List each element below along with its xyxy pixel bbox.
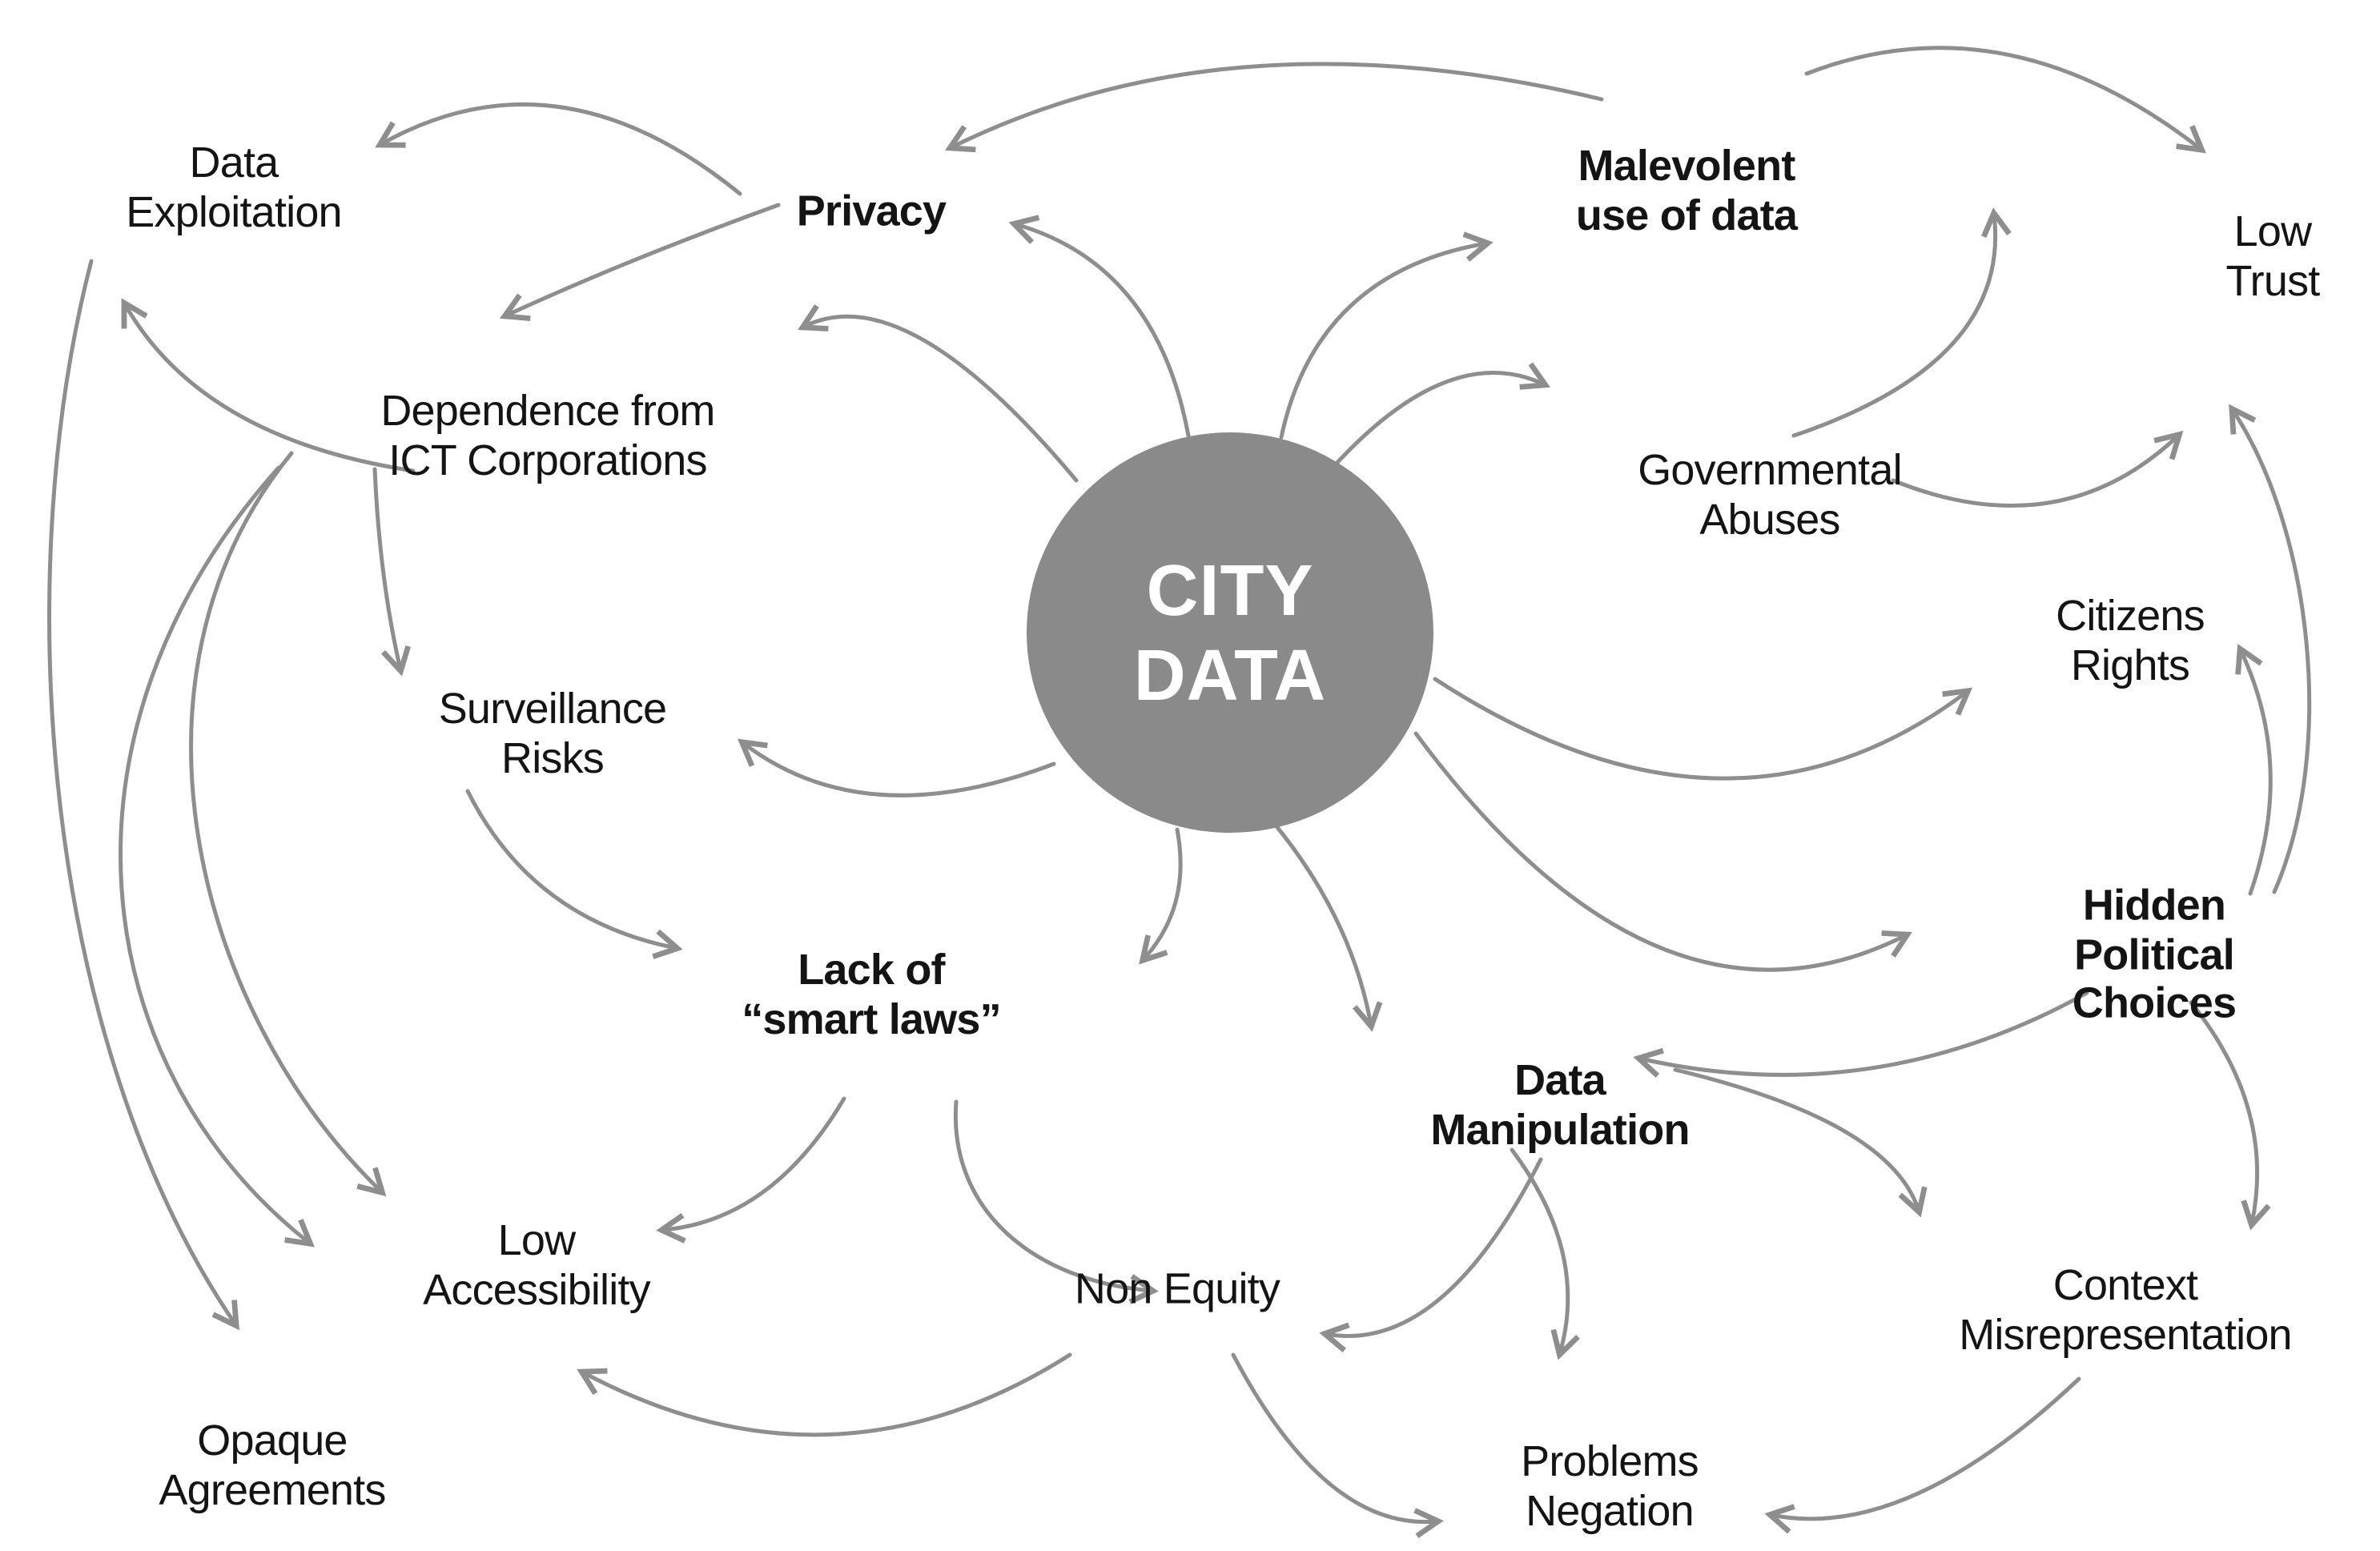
arrow-city-data-to-malevolent-use-of-data (1279, 231, 1494, 440)
arrow-city-data-to-data-manipulation (1274, 824, 1383, 1032)
node-citizens-rights: Citizens Rights (2056, 592, 2205, 689)
arrow-privacy-to-data-exploitation (375, 102, 742, 196)
arrow-city-data-to-lack-of-smart-laws (1139, 827, 1183, 965)
arrow-dependence-to-low-accessibility-1 (189, 451, 387, 1197)
node-malevolent-use-of-data: Malevolent use of data (1575, 142, 1798, 239)
node-opaque-agreements: Opaque Agreements (159, 1416, 386, 1513)
node-non-equity: Non Equity (1074, 1264, 1280, 1313)
arrow-lack-of-smart-laws-to-low-accessibility (656, 1096, 846, 1244)
node-problems-negation: Problems Negation (1521, 1437, 1699, 1534)
arrow-city-data-to-privacy (1008, 215, 1191, 438)
arrow-data-manipulation-to-context-misrepresentation (1673, 1067, 1928, 1218)
arrow-data-manipulation-to-problems-negation (1510, 1147, 1580, 1360)
arrow-dependence-to-surveillance-risks (372, 467, 411, 677)
node-hidden-political-choices: Hidden Political Choices (2072, 881, 2237, 1027)
node-privacy: Privacy (796, 187, 947, 235)
node-dependence-from-ict-corporations: Dependence from ICT Corporations (380, 387, 715, 484)
node-data-manipulation: Data Manipulation (1430, 1056, 1690, 1153)
arrow-context-misrepresentation-to-problems-negation (1764, 1376, 2081, 1534)
arrow-hidden-political-to-data-manipulation (1633, 990, 2089, 1078)
node-lack-of-smart-laws: Lack of “smart laws” (742, 946, 1001, 1043)
arrow-hidden-political-to-low-trust (2229, 404, 2312, 894)
node-low-accessibility: Low Accessibility (423, 1216, 650, 1313)
arrow-non-equity-to-low-accessibility (577, 1352, 1072, 1437)
arrow-hidden-political-to-context-misrepresentation (2189, 1000, 2271, 1231)
city-data-hub: CITY DATA (1027, 432, 1433, 833)
arrow-malevolent-to-low-trust (1804, 46, 2206, 154)
node-low-trust: Low Trust (2225, 207, 2321, 304)
arrow-dependence-to-low-accessibility-2 (119, 465, 315, 1248)
node-surveillance-risks: Surveillance Risks (438, 685, 667, 782)
arrow-data-manipulation-to-non-equity (1319, 1157, 1543, 1352)
arrow-city-data-to-surveillance-risks (737, 738, 1056, 798)
arrow-hidden-political-to-citizens-rights (2235, 643, 2273, 896)
arrow-privacy-to-dependence (499, 203, 781, 322)
arrow-city-data-to-dependence (798, 304, 1079, 483)
node-governmental-abuses: Governmental Abuses (1638, 446, 1902, 543)
arrow-city-data-to-citizens-rights (1433, 677, 1973, 781)
arrow-city-data-to-governmental-abuses (1330, 362, 1551, 470)
arrow-non-equity-to-problems-negation (1231, 1352, 1444, 1538)
arrow-governmental-abuses-to-low-trust (1891, 430, 2184, 508)
arrow-dependence-to-data-exploitation (121, 298, 416, 473)
arrow-city-data-to-hidden-political-choices (1413, 731, 1912, 972)
arrow-malevolent-to-privacy (945, 62, 1604, 153)
arrow-data-exploitation-to-opaque-agreements (47, 259, 239, 1331)
arrow-surveillance-risks-to-lack-of-smart-laws (465, 789, 683, 959)
node-context-misrepresentation: Context Misrepresentation (1959, 1261, 2292, 1358)
arrow-lack-of-smart-laws-to-non-equity (953, 1099, 1159, 1304)
arrow-governmental-abuses-to-malevolent (1791, 207, 2012, 438)
node-data-exploitation: Data Exploitation (126, 139, 342, 235)
